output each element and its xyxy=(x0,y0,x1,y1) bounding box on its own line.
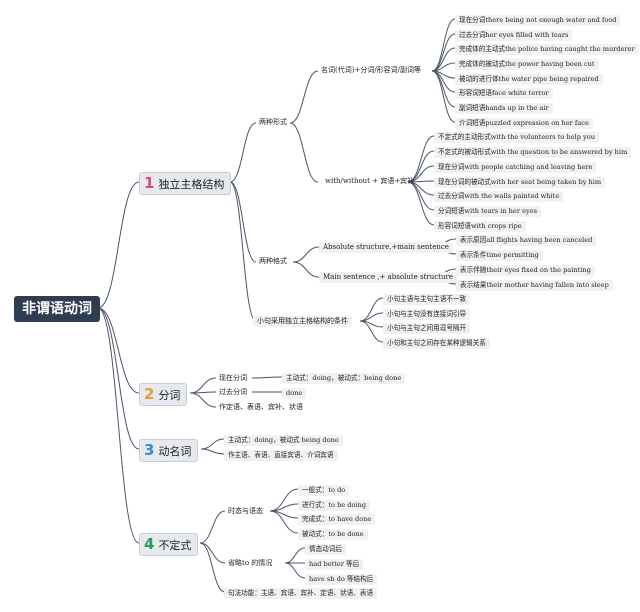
branch-number: 1 xyxy=(144,174,155,192)
omit-to-node[interactable]: 省略to 的情况 xyxy=(228,559,273,567)
connector-line xyxy=(189,392,217,408)
with-example: 不定式的被动形式with the question to be answered… xyxy=(434,147,632,158)
connector-line xyxy=(200,448,225,455)
connector-line xyxy=(229,181,257,263)
noun-example: 介词短语puzzled expression on her face xyxy=(455,118,593,129)
with-example: 不定式的主动形式with the volunteers to help you xyxy=(434,132,600,143)
connector-line xyxy=(200,438,225,450)
omit-item: 情态动词后 xyxy=(305,544,346,555)
connector-line xyxy=(407,181,435,211)
noun-form-node[interactable]: 名词(代词)+分词/形容词/副词等 xyxy=(321,66,422,74)
noun-example: 形容词短语face white terror xyxy=(455,88,553,99)
tense-item: 完成式：to have done xyxy=(298,514,376,525)
connector-line xyxy=(229,181,257,322)
clause-condition: 小句和主句之间存在某种逻辑关系 xyxy=(383,338,490,349)
infinitive-syntax: 句法功能：主语、宾语、宾补、定语、状语、表语 xyxy=(224,588,378,599)
connector-line xyxy=(251,376,283,379)
clause-conditions-node[interactable]: 小句采用独立主格结构的条件 xyxy=(253,316,352,327)
clause-condition: 小句主语与主句主语不一致 xyxy=(383,294,471,305)
with-example: 现在分词的被动式with her seat being taken by him xyxy=(434,177,606,188)
connector-line xyxy=(229,122,257,183)
connector-line xyxy=(431,33,456,72)
tense-item: 被动式：to be done xyxy=(298,529,368,540)
clause-condition: 小句与主句没有连接词引导 xyxy=(383,309,471,320)
connector-line xyxy=(269,510,299,534)
branch-number: 3 xyxy=(144,441,155,459)
connector-line xyxy=(97,307,140,394)
connector-line xyxy=(199,542,226,564)
connector-line xyxy=(284,547,306,564)
connector-line xyxy=(431,70,456,108)
noun-example: 过去分词her eyes filled with tears xyxy=(455,30,573,41)
main-first-node[interactable]: Main sentence ,+ absolute structure xyxy=(319,272,458,283)
connector-line xyxy=(284,562,306,579)
connector-line xyxy=(292,246,320,263)
branch-label: 分词 xyxy=(158,389,181,402)
omit-item: had better 等后 xyxy=(305,559,364,570)
noun-example: 完成体的被动式the power having been cut xyxy=(455,59,599,70)
connector-line xyxy=(289,122,319,183)
with-form-node[interactable]: with/without + 宾语+宾补 xyxy=(325,177,415,185)
present-participle-detail: 主动式：doing，被动式：being done xyxy=(282,373,406,384)
connector-line xyxy=(407,181,435,226)
connector-line xyxy=(292,261,320,278)
main-first-example: 表示伴随their eyes fixed on the painting xyxy=(456,265,595,276)
noun-example: 完成体的主动式the police having caught the murd… xyxy=(455,44,639,55)
connector-line xyxy=(407,150,435,183)
two-formats-node[interactable]: 两种格式 xyxy=(259,257,287,265)
omit-item: have sb do 等结构后 xyxy=(305,574,378,585)
present-participle-node[interactable]: 现在分词 xyxy=(219,374,247,382)
two-forms-node[interactable]: 两种形式 xyxy=(259,118,287,126)
tense-voice-node[interactable]: 时态与语态 xyxy=(228,507,263,515)
with-example: 分词短语with tears in her eyes xyxy=(434,206,541,217)
connector-line xyxy=(97,307,140,544)
tense-item: 一般式：to do xyxy=(298,485,350,496)
tense-item: 进行式：to be doing xyxy=(298,500,371,511)
connector-line xyxy=(97,307,140,450)
noun-example: 副词短语hands up in the air xyxy=(455,103,553,114)
connector-line xyxy=(199,510,226,544)
connector-line xyxy=(189,377,217,394)
gerund-item: 作主语、表语、直接宾语、介词宾语 xyxy=(224,450,338,461)
absolute-first-example: 表示原因all flights having been canceled xyxy=(456,235,597,246)
branch-number: 4 xyxy=(144,535,155,553)
root-node[interactable]: 非谓语动词 xyxy=(14,296,100,322)
past-participle-node[interactable]: 过去分词 xyxy=(219,388,247,396)
branch-label: 动名词 xyxy=(158,445,192,458)
gerund-item: 主动式：doing，被动式 being done xyxy=(224,435,343,446)
branch-number: 2 xyxy=(144,385,155,403)
main-first-example: 表示结果their mother having fallen into slee… xyxy=(456,280,613,291)
noun-example: 被动的进行体the water pipe being repaired xyxy=(455,74,603,85)
absolute-first-node[interactable]: Absolute structure,+main sentence xyxy=(319,242,453,253)
connector-line xyxy=(431,70,456,123)
absolute-first-example: 表示条件time permitting xyxy=(456,250,543,261)
connector-line xyxy=(407,135,435,183)
with-example: 现在分词with people catching and leaving her… xyxy=(434,162,597,173)
connector-line xyxy=(359,320,384,343)
branch-label: 独立主格结构 xyxy=(158,178,225,191)
connector-line xyxy=(199,542,226,593)
past-participle-detail: done xyxy=(282,388,307,399)
clause-condition: 小句与主句之间用逗号隔开 xyxy=(383,323,471,334)
participle-usage: 作定语、表语、宾补、状语 xyxy=(219,403,303,411)
with-example: 形容词短语with crops ripe xyxy=(434,221,526,232)
with-example: 过去分词with the walls painted white xyxy=(434,191,564,202)
connector-line xyxy=(289,70,319,124)
connector-line xyxy=(97,181,140,309)
noun-example: 现在分词there being not enough water and foo… xyxy=(455,15,621,26)
branch-label: 不定式 xyxy=(158,539,192,552)
